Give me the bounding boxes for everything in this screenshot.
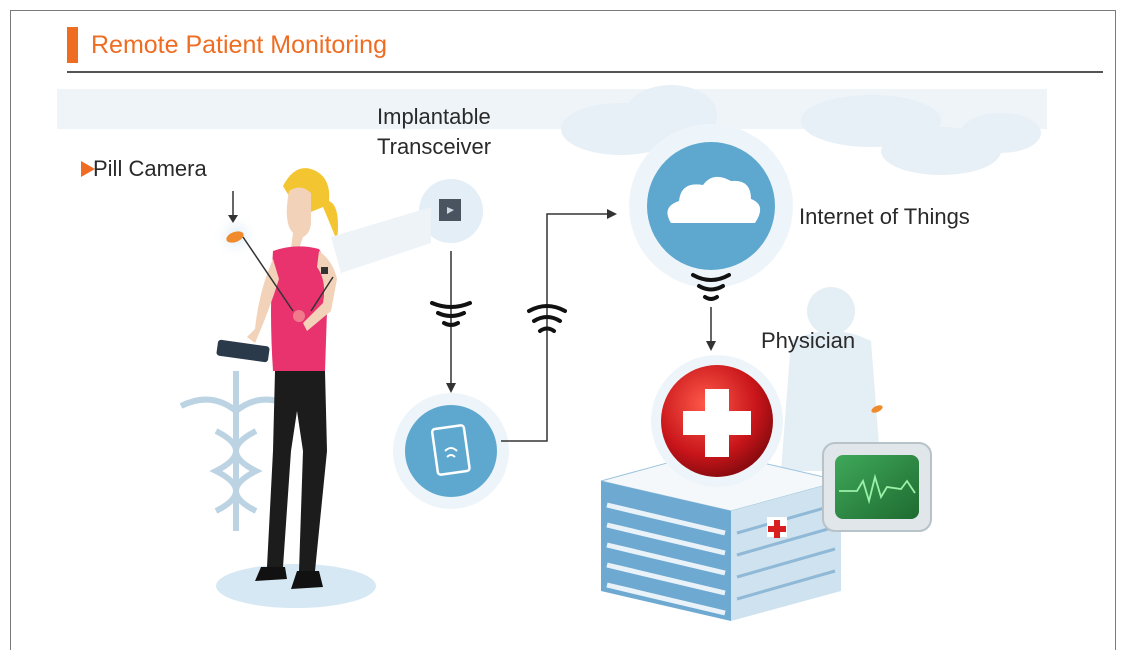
wifi-signal-icon (430, 301, 472, 327)
pill-icon (871, 405, 883, 413)
label-transceiver: Transceiver (377, 134, 492, 159)
label-implantable: Implantable (377, 104, 491, 129)
title-accent (67, 27, 78, 63)
transceiver-chip-icon (331, 179, 483, 273)
arrowhead-chip-to-tablet (446, 383, 456, 393)
patient-figure (216, 168, 338, 589)
pill-camera-icon (212, 191, 260, 260)
physician-silhouette (781, 287, 881, 471)
label-physician: Physician (761, 328, 856, 353)
tablet-wifi-icon (393, 393, 509, 509)
illustration (57, 85, 1047, 621)
label-internet-of-things: Internet of Things (799, 204, 970, 229)
slide-frame: Remote Patient Monitoring (10, 10, 1116, 650)
page-title: Remote Patient Monitoring (91, 31, 387, 59)
wifi-signal-icon (527, 304, 567, 333)
caduceus-icon (179, 371, 293, 531)
bullet-triangle-icon (81, 161, 95, 177)
cloud-icon (629, 124, 793, 288)
arrowhead-tablet-to-cloud (607, 209, 617, 219)
arrowhead-cloud-to-physician (706, 341, 716, 351)
title-bar: Remote Patient Monitoring (67, 27, 1103, 73)
label-pill-camera: Pill Camera (93, 156, 207, 181)
hospital-cross-icon (651, 355, 783, 487)
connector-tablet-to-cloud (501, 213, 611, 442)
wifi-signal-icon (691, 273, 731, 301)
heart-monitor-icon (822, 442, 932, 532)
